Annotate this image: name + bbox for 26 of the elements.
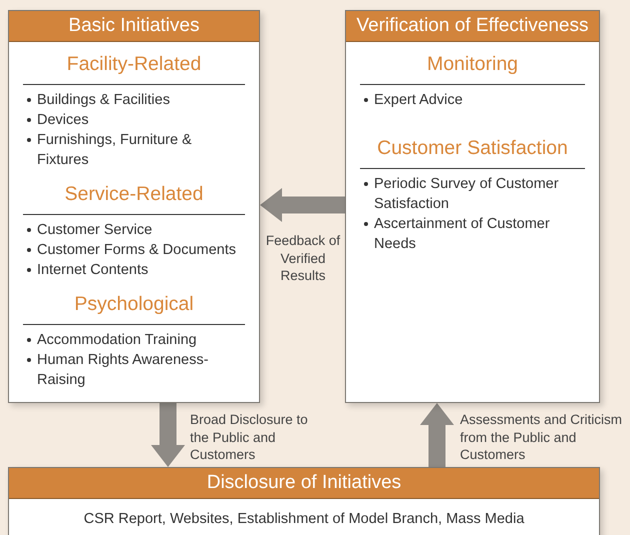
panel-header: Basic Initiatives — [9, 11, 259, 42]
section-heading: Service-Related — [23, 182, 245, 215]
bullet-item: Furnishings, Furniture & Fixtures — [37, 132, 192, 168]
section-heading: Monitoring — [360, 52, 585, 85]
section-heading: Facility-Related — [23, 52, 245, 85]
bullet-item: Devices — [37, 112, 89, 128]
bullet-item: Expert Advice — [374, 92, 463, 108]
panel-header: Disclosure of Initiatives — [9, 468, 599, 499]
edge-label: Broad Disclosure to the Public and Customers — [190, 411, 309, 464]
panel-text: CSR Report, Websites, Establishment of Model Branch, Mass Media — [82, 510, 526, 527]
bullet-item: Human Rights Awareness-Raising — [37, 352, 208, 388]
bullet-item: Periodic Survey of Customer Satisfaction — [374, 176, 559, 212]
section-heading: Customer Satisfaction — [360, 136, 585, 169]
panel-box — [345, 10, 600, 403]
panel-box — [8, 10, 260, 403]
panel-box — [8, 467, 600, 535]
bullet-item: Buildings & Facilities — [37, 92, 170, 108]
bullet-item: Customer Forms & Documents — [37, 242, 236, 258]
bullet-item: Ascertainment of Customer Needs — [374, 216, 550, 252]
bullet-item: Customer Service — [37, 222, 152, 238]
edge-label: Feedback of Verified Results — [265, 232, 341, 284]
edge-label: Assessments and Criticism from the Public and Customers — [460, 411, 624, 464]
section-heading: Psychological — [23, 292, 245, 325]
bullet-item: Accommodation Training — [37, 332, 197, 348]
panel-header: Verification of Effectiveness — [346, 11, 599, 42]
bullet-item: Internet Contents — [37, 262, 148, 278]
